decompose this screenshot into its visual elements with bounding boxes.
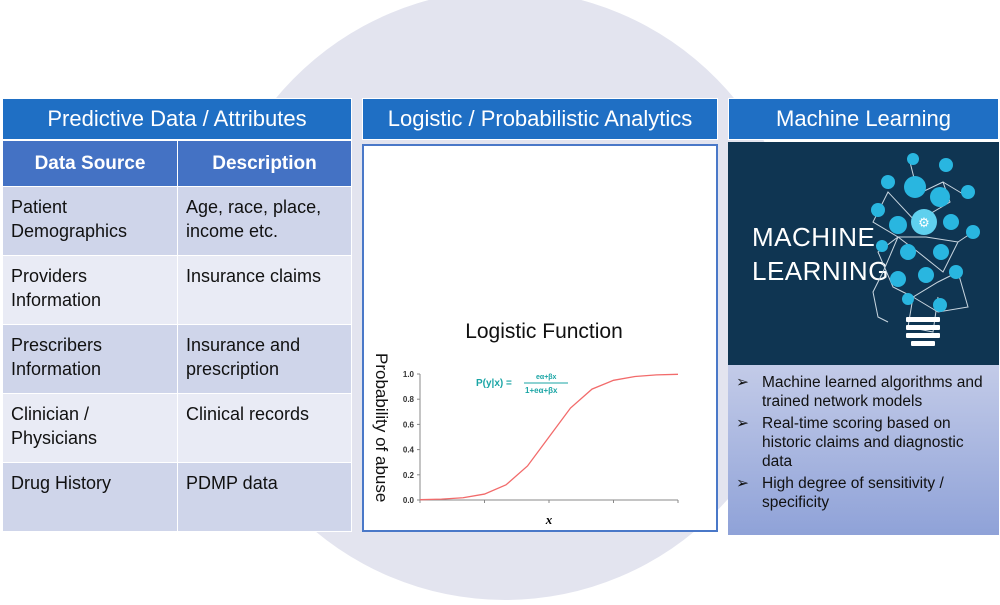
logistic-panel: Logistic / Probabilistic Analytics Logis… xyxy=(362,98,718,532)
arrow-bullet-icon: ➢ xyxy=(736,415,749,432)
image-text: LEARNING xyxy=(752,256,889,286)
y-tick-label: 1.0 xyxy=(403,370,415,379)
column-header: Description xyxy=(177,140,352,187)
data-source-cell: Prescribers Information xyxy=(2,324,178,394)
x-axis-label: x xyxy=(545,512,553,527)
data-source-cell: Patient Demographics xyxy=(2,186,178,256)
y-tick-label: 0.4 xyxy=(403,446,415,455)
data-source-cell: Clinician / Physicians xyxy=(2,393,178,463)
description-cell: PDMP data xyxy=(177,462,352,532)
y-axis-label: Probability of abuse xyxy=(372,353,391,502)
data-source-cell: Drug History xyxy=(2,462,178,532)
column-header: Data Source xyxy=(2,140,178,187)
bullet-text: High degree of sensitivity / specificity xyxy=(762,475,944,511)
svg-text:⚙: ⚙ xyxy=(918,215,930,230)
arrow-bullet-icon: ➢ xyxy=(736,475,749,492)
arrow-bullet-icon: ➢ xyxy=(736,374,749,391)
formula-numerator: eα+βx xyxy=(536,374,557,381)
image-text: MACHINE xyxy=(752,222,876,252)
bullet-item: ➢ Real-time scoring based on historic cla… xyxy=(736,414,993,471)
machine-learning-panel: Machine Learning MACHINE LEARNING ⚙ ➢ Mach… xyxy=(728,98,999,535)
panel-title: Logistic / Probabilistic Analytics xyxy=(362,98,718,140)
description-cell: Age, race, place, income etc. xyxy=(177,186,352,256)
formula-denominator: 1+eα+βx xyxy=(525,386,558,395)
panel-title: Predictive Data / Attributes xyxy=(2,98,352,140)
lightbulb-network-icon: ⚙ xyxy=(871,153,980,346)
panel-title: Machine Learning xyxy=(728,98,999,140)
data-source-cell: Providers Information xyxy=(2,255,178,325)
bullet-list: ➢ Machine learned algorithms and trained … xyxy=(728,365,999,535)
machine-learning-image: MACHINE LEARNING ⚙ xyxy=(728,142,999,365)
logistic-curve xyxy=(419,373,679,501)
predictive-data-panel: Predictive Data / Attributes Data Source… xyxy=(2,98,352,532)
formula-lhs: P(y|x) = xyxy=(476,378,512,389)
y-tick-label: 0.8 xyxy=(403,395,415,404)
bullet-text: Real-time scoring based on historic clai… xyxy=(762,415,964,470)
y-tick-label: 0.0 xyxy=(403,496,415,505)
y-tick-label: 0.6 xyxy=(403,420,415,429)
description-cell: Insurance claims xyxy=(177,255,352,325)
description-cell: Insurance and prescription xyxy=(177,324,352,394)
description-cell: Clinical records xyxy=(177,393,352,463)
bullet-text: Machine learned algorithms and trained n… xyxy=(762,374,983,410)
chart-title: Logistic Function xyxy=(465,320,623,343)
bullet-item: ➢ High degree of sensitivity / specificit… xyxy=(736,474,993,512)
bullet-item: ➢ Machine learned algorithms and trained … xyxy=(736,373,993,411)
y-tick-label: 0.2 xyxy=(403,471,415,480)
